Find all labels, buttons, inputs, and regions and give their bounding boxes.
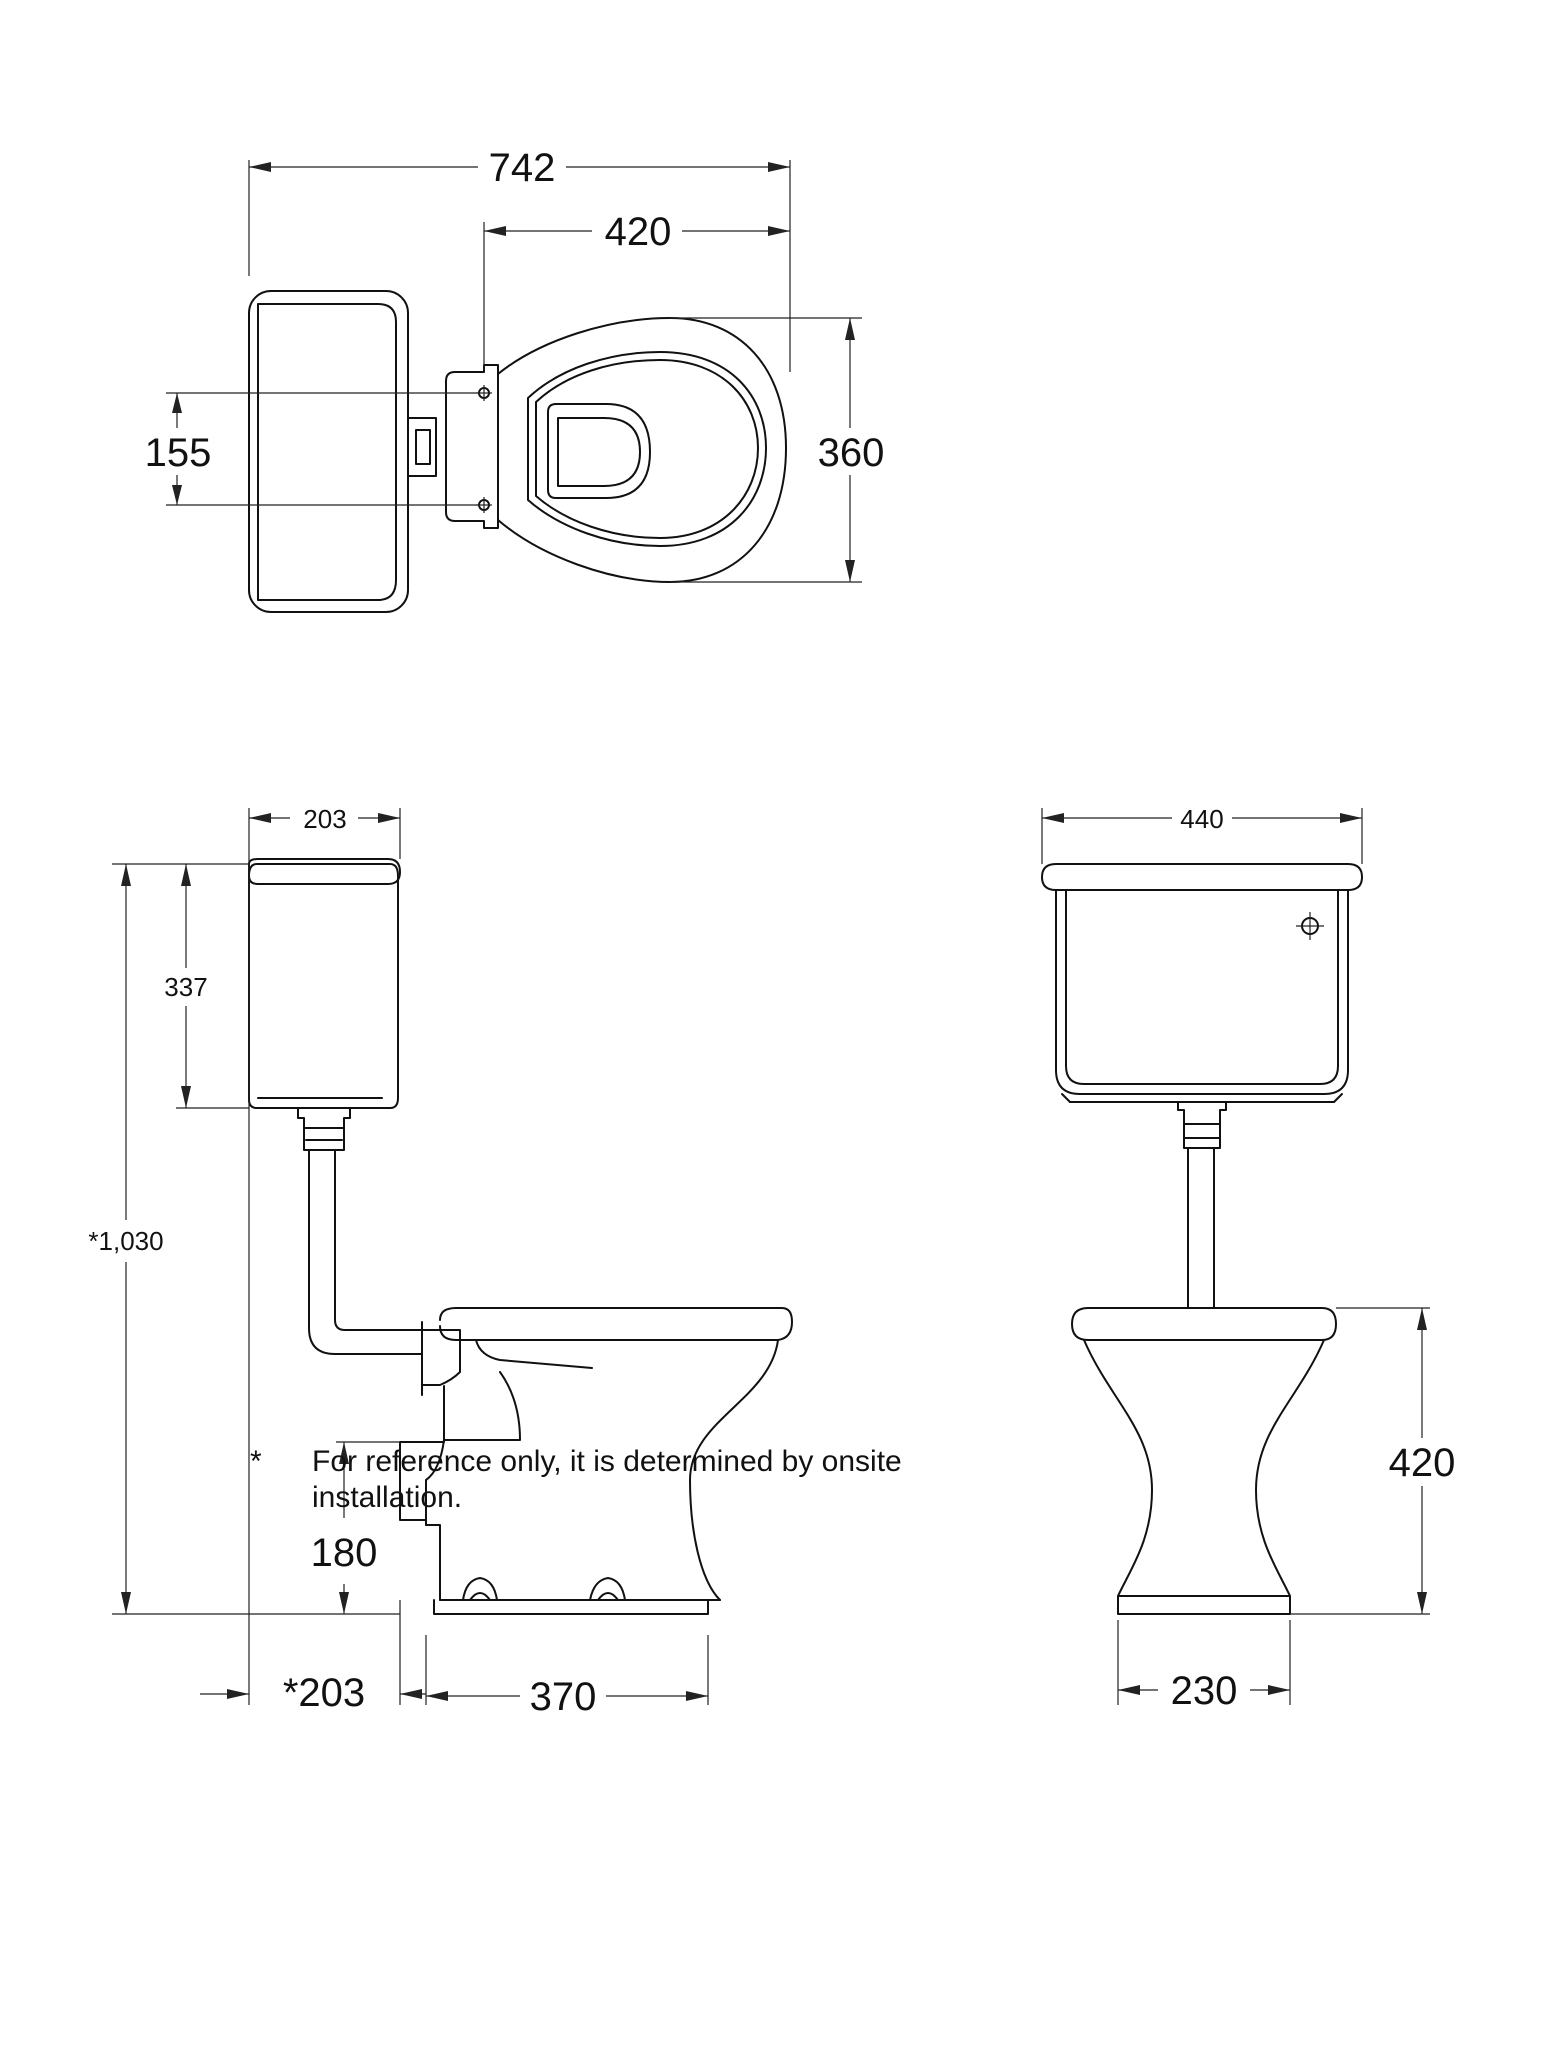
plan-pan-rim (497, 317, 787, 583)
dim-420-front-label: 420 (1389, 1441, 1456, 1485)
dim-230-label: 230 (1171, 1669, 1238, 1713)
dim-440-label: 440 (1180, 804, 1223, 834)
front-view: 440 420 230 (1041, 804, 1456, 1713)
dim-pan-length: 420 (484, 210, 790, 254)
dim-203-bottom-label: *203 (283, 1671, 365, 1715)
dim-360-label: 360 (818, 431, 885, 475)
footnote-text: For reference only, it is determined by … (312, 1445, 902, 1514)
side-flush-pipe-outer (308, 1149, 423, 1355)
dim-overall-length: 742 (249, 146, 790, 190)
dim-203-top-label: 203 (303, 804, 346, 834)
dim-cistern-height: 337 (164, 864, 208, 1108)
front-pedestal-right (1255, 1339, 1325, 1597)
dim-pan-height: 420 (1389, 1308, 1456, 1614)
plan-seat-opening (527, 351, 767, 547)
dim-outlet-height: 180 (311, 1442, 378, 1614)
dim-wall-clearance: *203 (200, 1671, 426, 1715)
front-cistern-lid (1041, 863, 1363, 891)
dim-155-label: 155 (145, 431, 212, 475)
dim-180-label: 180 (311, 1531, 378, 1575)
front-flush-valve (1177, 1101, 1227, 1149)
dim-370-label: 370 (530, 1675, 597, 1719)
plan-cistern-inner (257, 303, 397, 601)
plan-water-area (547, 403, 651, 499)
dim-pan-width: 360 (818, 318, 885, 582)
side-pan-front (689, 1339, 779, 1601)
dim-base-width: 230 (1118, 1669, 1290, 1713)
plan-hinge-plate (445, 364, 499, 529)
footnote-marker: * (250, 1445, 262, 1478)
side-view: 203 337 *1,030 180 (88, 804, 793, 1719)
side-fixing-bracket-left (462, 1577, 498, 1601)
plan-connector-inner (415, 429, 431, 465)
side-flush-valve (297, 1107, 351, 1151)
front-cistern-body (1055, 889, 1349, 1095)
side-pan-back (443, 1371, 521, 1441)
front-pan-foot (1117, 1595, 1291, 1615)
dim-overall-height: *1,030 (88, 864, 164, 1614)
side-fixing-bracket-right (589, 1577, 626, 1601)
side-flush-cone (421, 1329, 461, 1386)
plan-view: 742 420 155 360 (145, 146, 885, 613)
plan-waste-opening (557, 417, 641, 487)
dim-337-label: 337 (164, 972, 207, 1002)
side-cistern-body (248, 863, 399, 1109)
dim-cistern-depth: 203 (249, 804, 400, 834)
side-cistern-lid (248, 858, 401, 885)
dim-742-label: 742 (489, 146, 556, 190)
side-flush-pipe-inner (334, 1149, 423, 1331)
front-pan-rim (1071, 1307, 1337, 1341)
side-seat-line (475, 1339, 593, 1369)
side-pan-rim (439, 1307, 793, 1341)
dim-cistern-width: 440 (1042, 804, 1362, 834)
front-cistern-inner (1065, 889, 1339, 1085)
dim-1030-label: *1,030 (88, 1226, 163, 1256)
dim-fixing-centres: 155 (145, 393, 212, 505)
side-pan-foot (433, 1599, 709, 1615)
dim-base-length: 370 (426, 1675, 708, 1719)
plan-flush-connector (407, 417, 437, 477)
dim-420-top-label: 420 (605, 210, 672, 254)
plan-cistern-outline (248, 290, 409, 613)
plan-bowl-inner (535, 359, 759, 539)
front-pedestal-left (1083, 1339, 1153, 1597)
